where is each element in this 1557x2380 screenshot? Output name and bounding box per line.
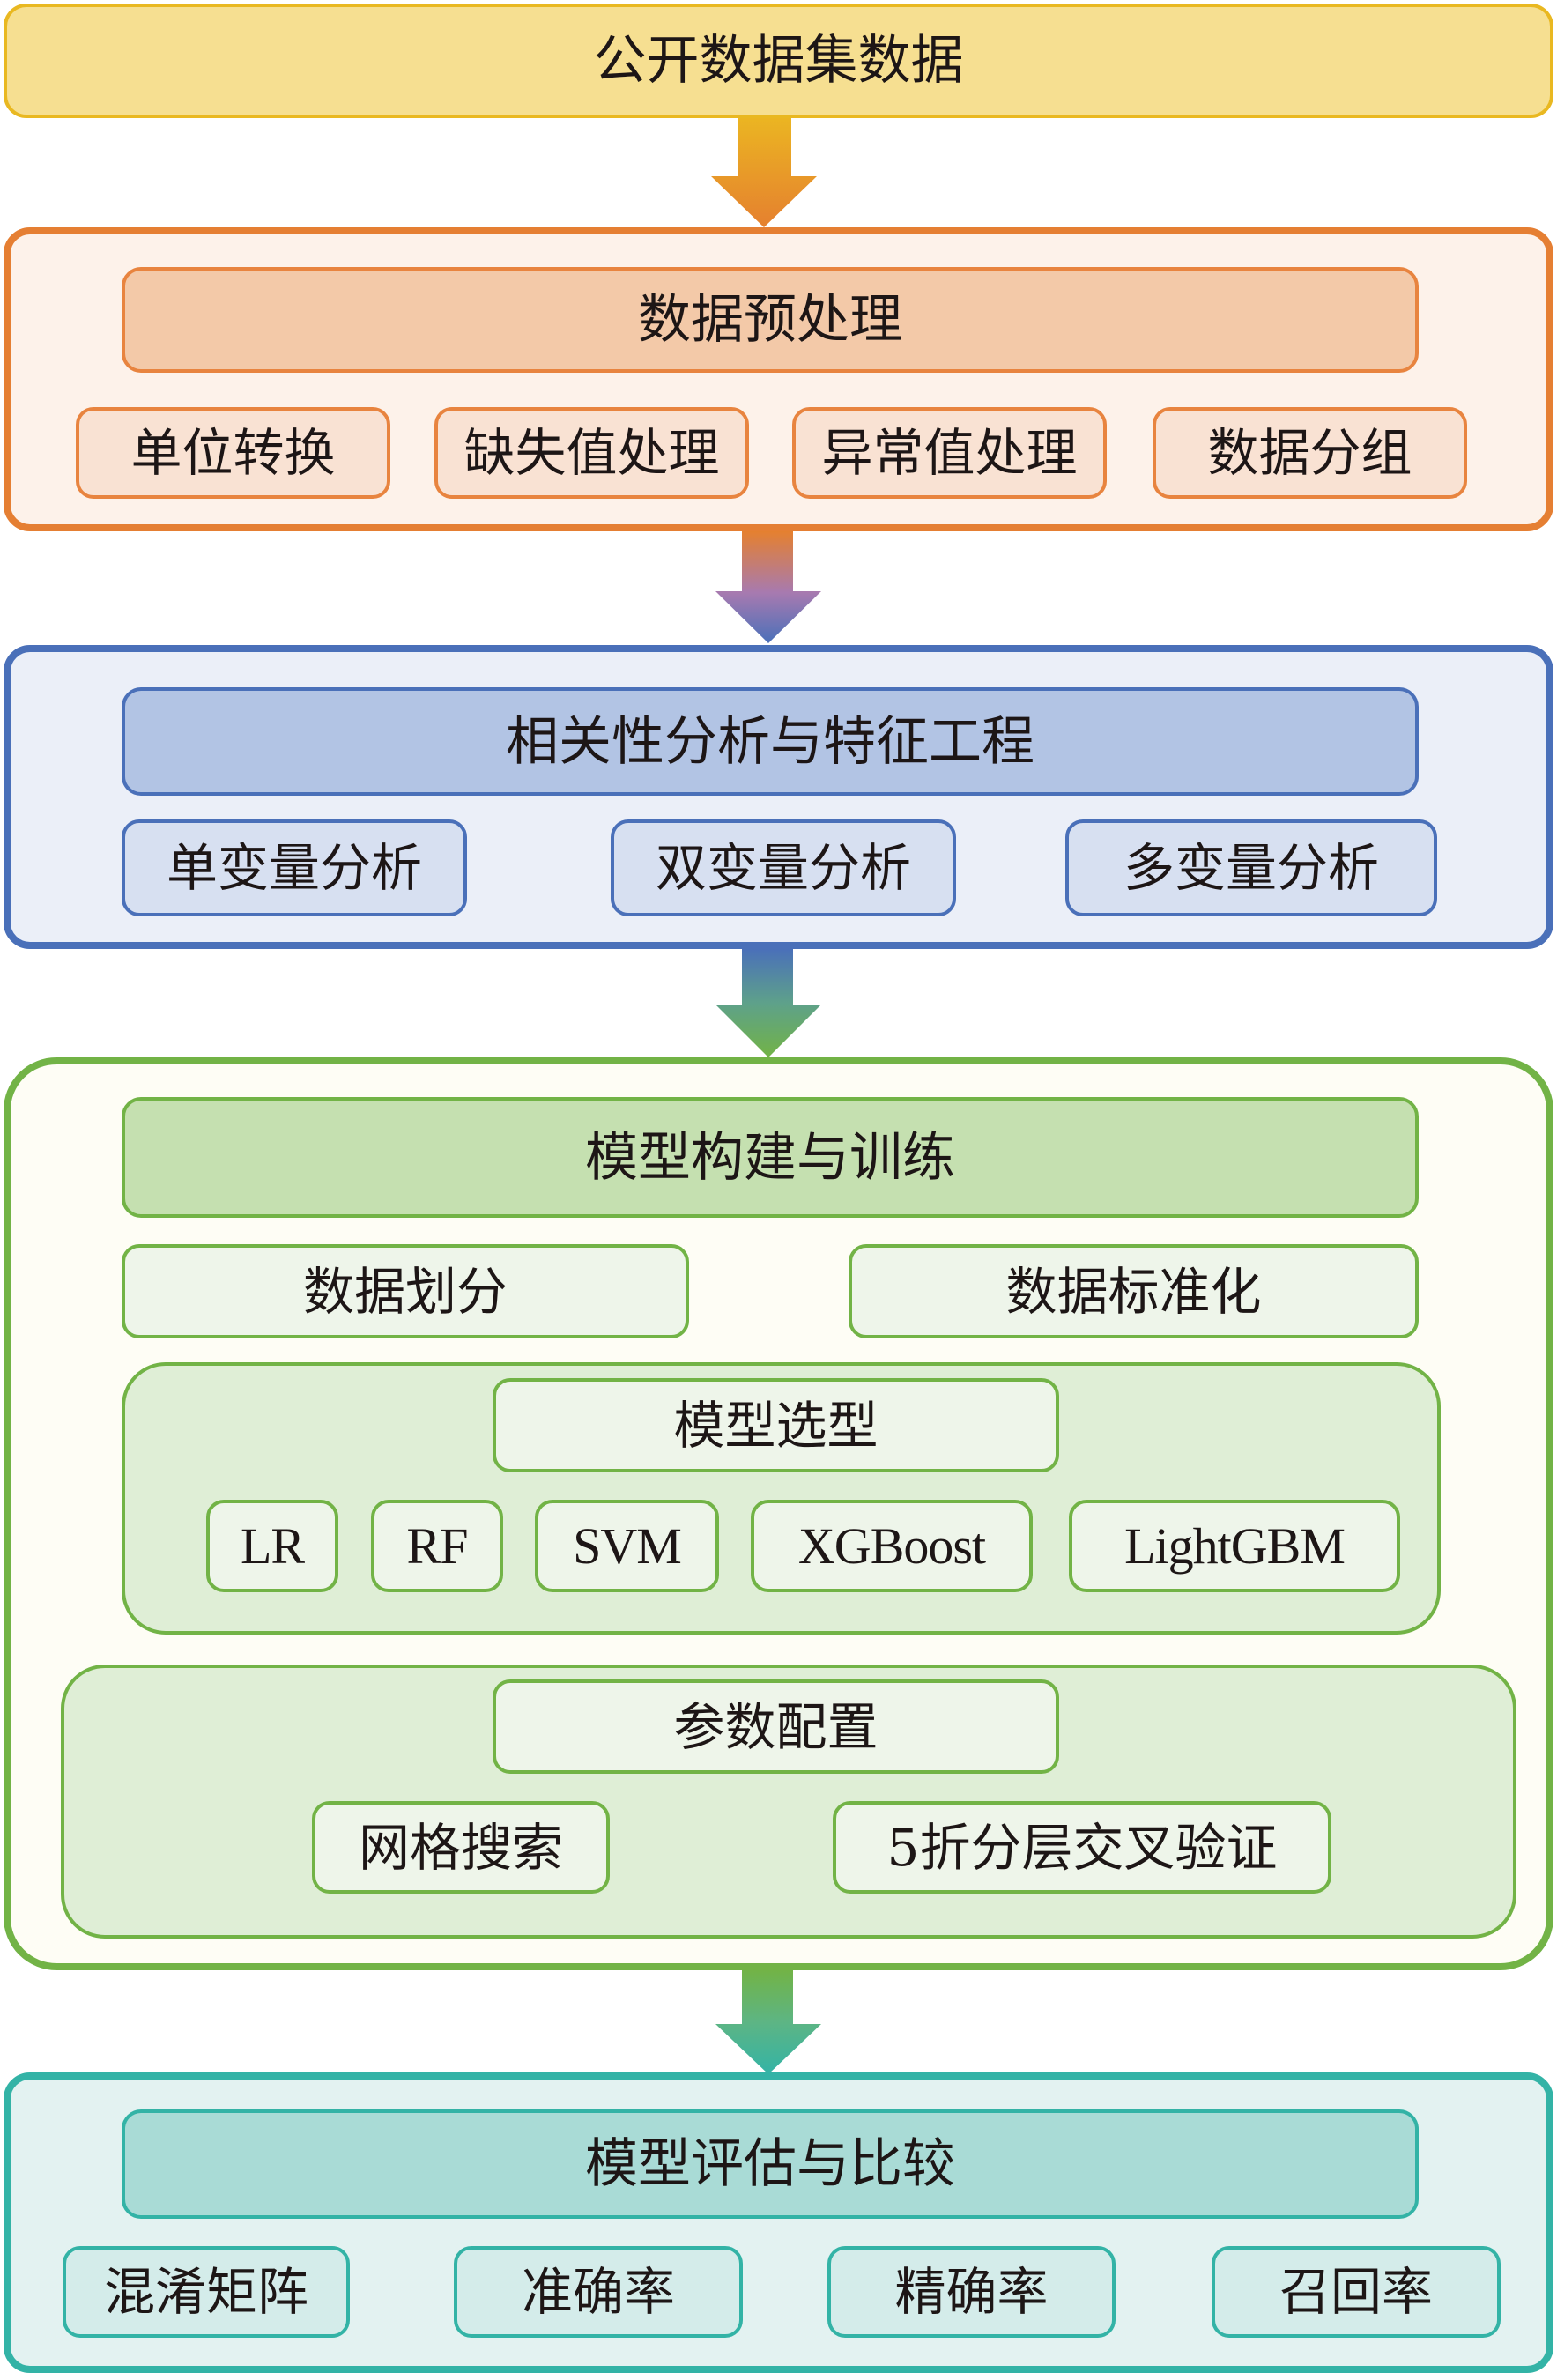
feature-engineering-header: 相关性分析与特征工程 [122,687,1419,796]
metric-chip: 召回率 [1212,2246,1501,2338]
analysis-step: 多变量分析 [1065,819,1437,916]
step-label: 缺失值处理 [463,423,720,483]
arrow-down-icon [711,118,817,227]
evaluation-header: 模型评估与比较 [122,2109,1419,2219]
arrow-down-icon [715,949,821,1057]
preprocessing-step: 缺失值处理 [434,407,749,499]
model-chip-svm: SVM [535,1500,719,1592]
preprocessing-title: 数据预处理 [638,289,902,351]
model-label: XGBoost [797,1516,986,1575]
model-selection-title: 模型选型 [673,1395,879,1456]
preprocessing-step: 数据分组 [1153,407,1467,499]
preprocessing-step: 单位转换 [76,407,390,499]
data-step: 数据划分 [122,1244,689,1338]
method-label: 5折分层交叉验证 [886,1817,1278,1878]
metric-label: 准确率 [521,2262,675,2322]
analysis-step: 单变量分析 [122,819,467,916]
source-data-box: 公开数据集数据 [4,4,1553,118]
evaluation-title: 模型评估与比较 [585,2133,955,2195]
model-label: RF [406,1516,469,1575]
data-step: 数据标准化 [849,1244,1419,1338]
tuning-method-chip: 网格搜索 [312,1801,610,1894]
tuning-method-chip: 5折分层交叉验证 [833,1801,1331,1894]
method-label: 网格搜索 [358,1817,563,1878]
model-label: LightGBM [1124,1516,1346,1575]
step-label: 数据分组 [1207,423,1412,483]
arrow-down-icon [715,1970,821,2074]
step-label: 单位转换 [130,423,336,483]
model-selection-header: 模型选型 [493,1378,1059,1472]
metric-label: 精确率 [894,2262,1049,2322]
parameter-config-title: 参数配置 [673,1696,879,1757]
metric-chip: 混淆矩阵 [63,2246,350,2338]
model-training-header: 模型构建与训练 [122,1097,1419,1218]
model-chip-rf: RF [371,1500,503,1592]
step-label: 异常值处理 [821,423,1078,483]
parameter-config-panel: 参数配置 网格搜索 5折分层交叉验证 [61,1665,1516,1939]
model-training-section: 模型构建与训练 数据划分 数据标准化 模型选型 LR RF SVM XGBoos… [4,1057,1553,1970]
feature-engineering-title: 相关性分析与特征工程 [506,710,1034,773]
model-chip-lightgbm: LightGBM [1069,1500,1400,1592]
preprocessing-step: 异常值处理 [792,407,1107,499]
evaluation-section: 模型评估与比较 混淆矩阵 准确率 精确率 召回率 [4,2072,1553,2373]
step-label: 双变量分析 [655,838,911,898]
step-label: 数据划分 [302,1261,508,1322]
feature-engineering-section: 相关性分析与特征工程 单变量分析 双变量分析 多变量分析 [4,645,1553,949]
preprocessing-section: 数据预处理 单位转换 缺失值处理 异常值处理 数据分组 [4,227,1553,531]
model-label: LR [240,1516,305,1575]
metric-label: 召回率 [1279,2262,1433,2322]
source-data-label: 公开数据集数据 [593,30,964,92]
metric-chip: 精确率 [827,2246,1116,2338]
metric-chip: 准确率 [454,2246,743,2338]
step-label: 数据标准化 [1005,1261,1262,1322]
step-label: 单变量分析 [166,838,422,898]
analysis-step: 双变量分析 [611,819,956,916]
model-chip-xgboost: XGBoost [751,1500,1033,1592]
model-training-title: 模型构建与训练 [585,1126,955,1189]
step-label: 多变量分析 [1123,838,1379,898]
metric-label: 混淆矩阵 [103,2262,308,2322]
model-chip-lr: LR [206,1500,338,1592]
preprocessing-header: 数据预处理 [122,267,1419,373]
parameter-config-header: 参数配置 [493,1679,1059,1774]
model-selection-panel: 模型选型 LR RF SVM XGBoost LightGBM [122,1362,1441,1635]
model-label: SVM [573,1516,682,1575]
arrow-down-icon [715,531,821,643]
